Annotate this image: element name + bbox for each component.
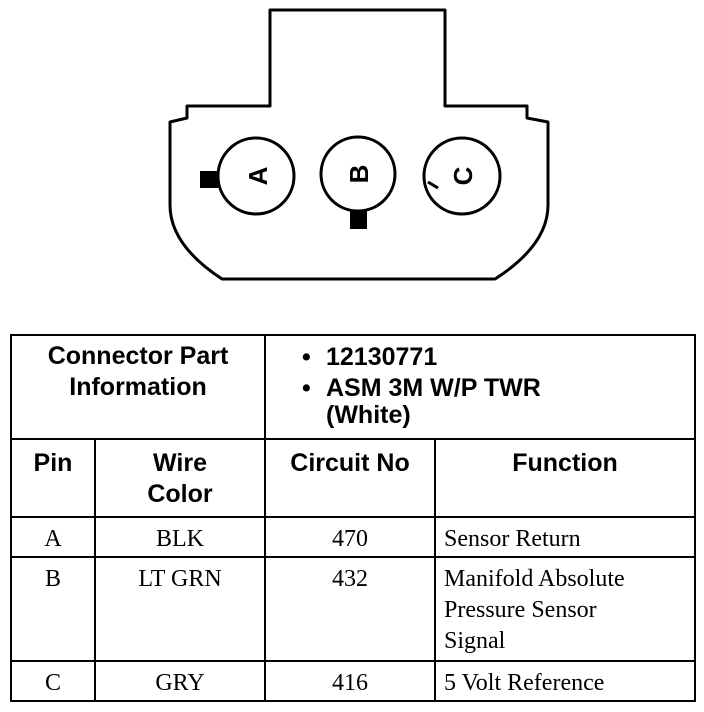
column-header-wire-color-line-1: Wire [153,449,207,477]
circuit-cell: 470 [264,516,436,558]
part-description: ASM 3M W/P TWR [302,373,694,404]
info-header-line-1: Connector Part [47,342,229,370]
pin-b-key [350,211,367,229]
function-line-1: Sensor Return [444,526,581,552]
column-header-wire-color-line-2: Color [147,480,213,508]
column-header-wire-color: Wire Color [94,438,266,518]
circuit-cell: 432 [264,556,436,662]
connector-part-info-values: 12130771 ASM 3M W/P TWR (White) [264,334,696,440]
part-color: (White) [326,401,411,429]
function-line-1: 5 Volt Reference [444,670,605,696]
pin-c-cavity [422,136,502,216]
pin-cell: B [10,556,96,662]
circuit-cell: 416 [264,660,436,702]
pin-cell: C [10,660,96,702]
table-row: B LT GRN 432 Manifold Absolute Pressure … [10,556,696,662]
function-line-3: Signal [444,628,506,654]
pin-cell: A [10,516,96,558]
function-line-1: Manifold Absolute [444,566,625,592]
column-header-pin: Pin [10,438,96,518]
column-header-function: Function [434,438,696,518]
function-cell: Manifold Absolute Pressure Sensor Signal [434,556,696,662]
column-header-pin-line-1: Pin [33,449,73,477]
part-number: 12130771 [302,342,694,373]
connector-pin-table: Connector Part Information 12130771 ASM … [10,334,696,702]
function-cell: Sensor Return [434,516,696,558]
column-header-function-line-1: Function [512,449,618,477]
pin-b-label: B [344,165,374,184]
connector-info-row: Connector Part Information 12130771 ASM … [10,334,696,440]
pin-c-tick [427,180,439,190]
connector-body-outline [168,8,550,281]
column-header-circuit-no-line-1: Circuit No [290,449,410,477]
pin-a-key [200,171,218,188]
wire-color-cell: GRY [94,660,266,702]
function-cell: 5 Volt Reference [434,660,696,702]
pin-a-label: A [243,166,273,185]
pin-c-label: C [448,166,478,185]
table-row: A BLK 470 Sensor Return [10,516,696,558]
info-header-line-2: Information [69,373,207,401]
connector-part-info-label: Connector Part Information [10,334,266,440]
function-line-2: Pressure Sensor [444,597,597,623]
column-header-row: Pin Wire Color Circuit No Function [10,438,696,518]
column-header-circuit-no: Circuit No [264,438,436,518]
wire-color-cell: BLK [94,516,266,558]
connector-diagram: A B C [168,8,550,281]
table-row: C GRY 416 5 Volt Reference [10,660,696,702]
wire-color-cell: LT GRN [94,556,266,662]
